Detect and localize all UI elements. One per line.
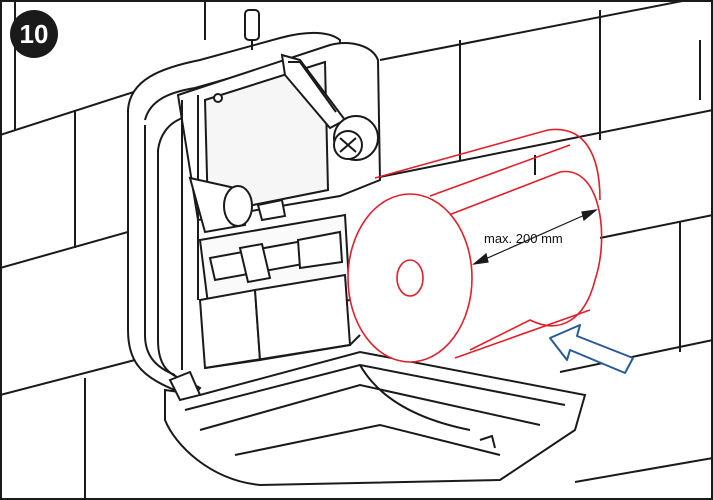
- roll-holder-left: [188, 176, 287, 234]
- roll-face: [347, 193, 473, 363]
- roll-holder-right: [280, 53, 379, 161]
- dimension-arrow: [471, 209, 599, 265]
- dispenser-tray: [198, 213, 361, 370]
- roll-body: [409, 170, 603, 351]
- dispenser-housing: [176, 9, 382, 370]
- roll-top-edge: [374, 128, 601, 201]
- roll-core: [396, 259, 424, 297]
- bottom-cover: [164, 350, 587, 487]
- step-number-badge: 10: [10, 10, 58, 58]
- paper-roll: [347, 128, 603, 363]
- dimension-label: max. 200 mm: [484, 231, 563, 246]
- arrow-insert-icon: [549, 324, 634, 374]
